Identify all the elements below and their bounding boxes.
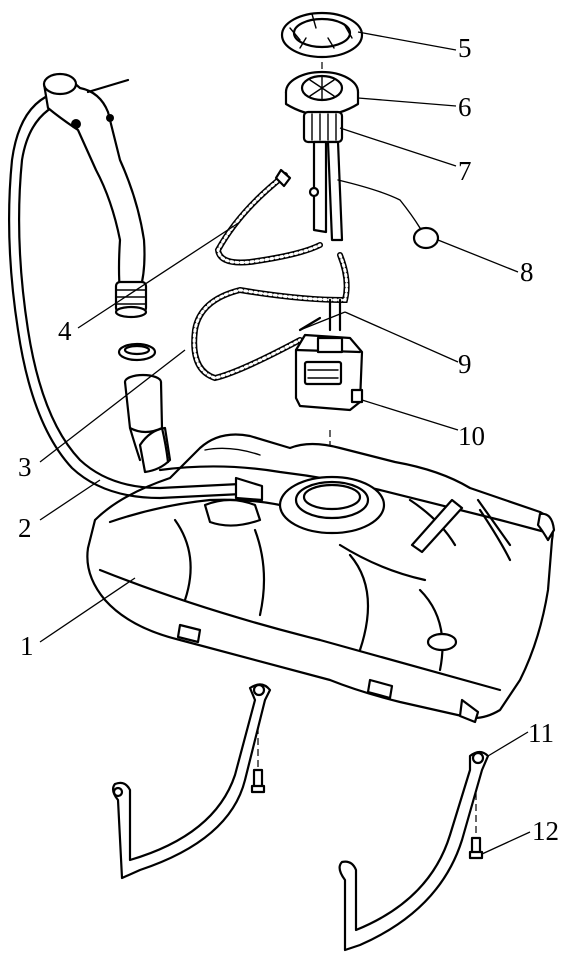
callout-5: 5 [458, 33, 472, 63]
callout-7: 7 [458, 156, 472, 186]
callout-6: 6 [458, 92, 472, 122]
callout-1: 1 [20, 631, 34, 661]
part-1-fuel-tank [86, 426, 556, 724]
leader-lines [39, 31, 531, 855]
callout-2: 2 [18, 513, 32, 543]
callout-12: 12 [532, 816, 559, 846]
part-6-sender-flange [284, 70, 360, 116]
callout-11: 11 [528, 718, 554, 748]
callout-8: 8 [520, 257, 534, 287]
part-8-float [412, 226, 440, 250]
part-3-filler-neck [123, 373, 170, 464]
callout-3: 3 [18, 452, 32, 482]
part-7-sender-body [302, 110, 421, 242]
callout-9: 9 [458, 349, 472, 379]
fuel-lines [191, 168, 350, 382]
assembly-axis-lines [257, 40, 477, 840]
part-10-pump-module [294, 333, 364, 412]
hose-clamp-ring [117, 342, 157, 362]
part-9-pickup-tube [328, 298, 342, 332]
part-2-vent-hose [7, 90, 264, 502]
bolt-left [250, 768, 266, 794]
bolt-right [468, 836, 484, 860]
callout-4: 4 [58, 316, 72, 346]
strap-right [338, 750, 490, 952]
part-5-locking-ring [280, 11, 364, 59]
callout-10: 10 [458, 421, 485, 451]
part-4-filler-hose [42, 72, 148, 319]
strap-left [111, 683, 272, 880]
